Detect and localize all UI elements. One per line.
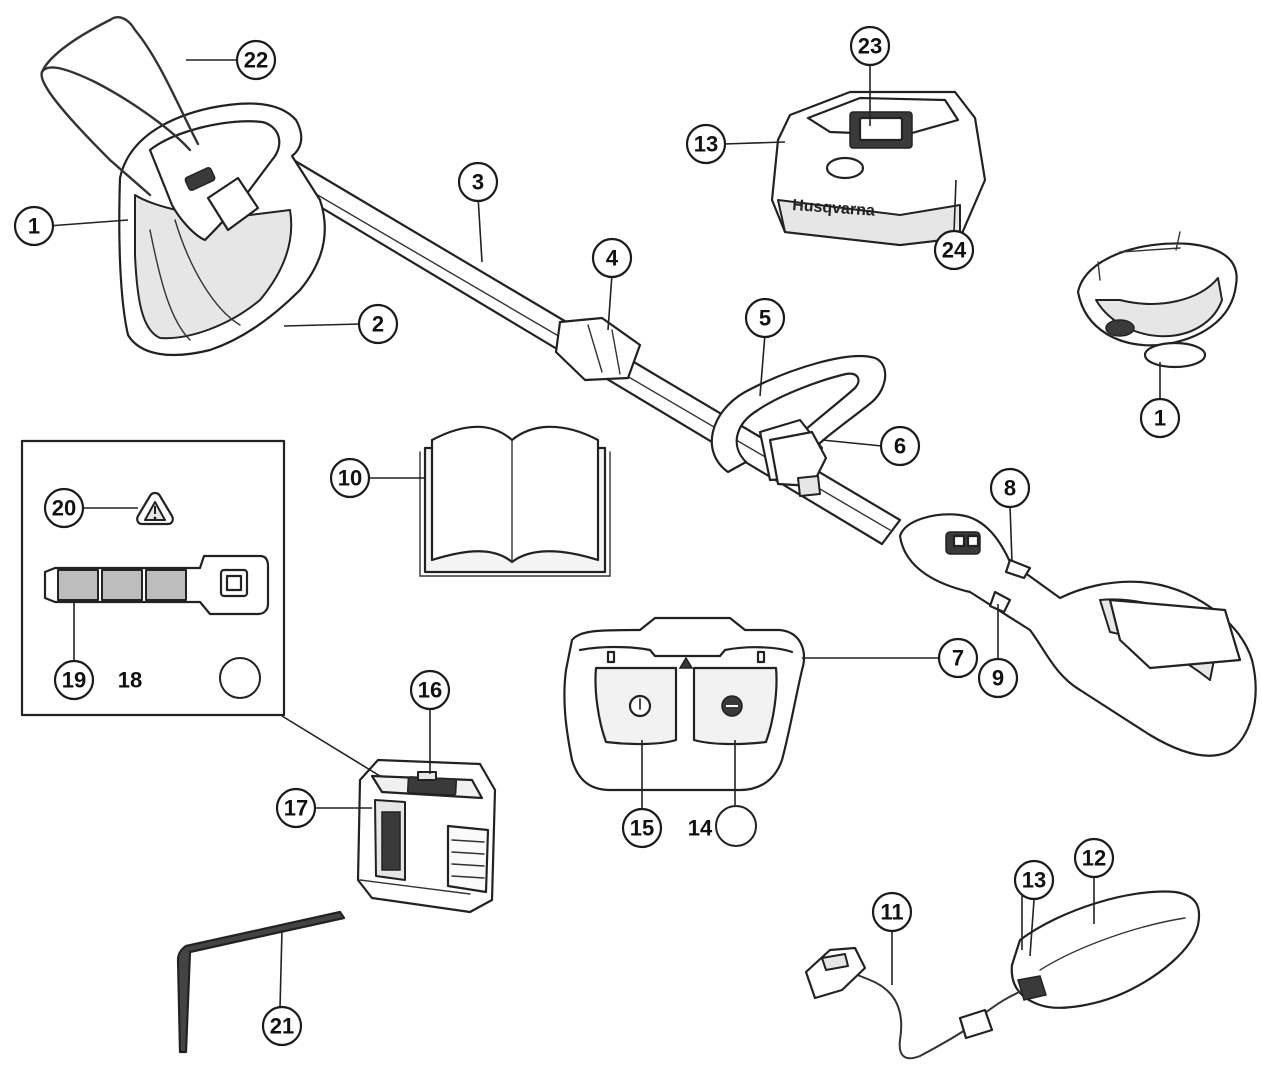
power-icon[interactable] xyxy=(628,694,652,718)
shaft-coupling xyxy=(554,316,642,382)
callout-1-trimmer-head-spool: 1 xyxy=(1139,397,1181,439)
callout-5-front-handle: 5 xyxy=(744,297,786,339)
callout-19-battery-led: 19 xyxy=(53,659,95,701)
callout-2-guard: 2 xyxy=(357,303,399,345)
svg-text:12: 12 xyxy=(1082,846,1106,871)
callout-7-keypad: 7 xyxy=(937,637,979,679)
callout-10-manual: 10 xyxy=(329,457,371,499)
svg-text:1: 1 xyxy=(28,214,40,239)
svg-text:4: 4 xyxy=(606,246,619,271)
svg-text:15: 15 xyxy=(630,816,654,841)
svg-text:10: 10 xyxy=(338,466,362,491)
svg-text:9: 9 xyxy=(992,666,1004,691)
svg-text:1: 1 xyxy=(1154,406,1166,431)
callout-12-charger-unit: 12 xyxy=(1073,837,1115,879)
book-icon xyxy=(419,425,611,577)
callout-11-charger-cable: 11 xyxy=(871,891,913,933)
callout-13-charger-led: 13 xyxy=(685,123,727,165)
start-icon[interactable] xyxy=(721,695,743,717)
handle-clamp xyxy=(768,430,828,497)
battery-indicator-detail-box xyxy=(20,439,286,717)
label-18-battery-indicator: 18 xyxy=(118,668,142,693)
svg-text:3: 3 xyxy=(472,170,484,195)
callout-22-wire-guard: 22 xyxy=(235,39,277,81)
warning-triangle-icon xyxy=(136,491,174,526)
leader-lines xyxy=(47,59,1161,1009)
svg-text:13: 13 xyxy=(1022,868,1046,893)
callout-23-charger-slot: 23 xyxy=(849,25,891,67)
battery-pack xyxy=(356,758,497,914)
callout-17-battery-release: 17 xyxy=(275,787,317,829)
svg-text:18: 18 xyxy=(118,668,142,693)
trimmer-guard-assembly xyxy=(118,102,326,357)
callout-24-charger-body: 24 xyxy=(933,229,975,271)
charger-brand-logo: Husqvarna xyxy=(792,197,876,220)
rear-handle-body xyxy=(898,513,1257,757)
callout-20-warning-indicator: 20 xyxy=(43,487,85,529)
callout-21-hex-key: 21 xyxy=(261,1005,303,1047)
svg-text:7: 7 xyxy=(952,646,964,671)
svg-text:19: 19 xyxy=(62,668,86,693)
callout-1-trimmer-head: 1 xyxy=(13,205,55,247)
callout-15-power-button: 15 xyxy=(621,807,663,849)
callout-6-handle-clamp: 6 xyxy=(879,425,921,467)
svg-text:21: 21 xyxy=(270,1014,294,1039)
trimmer-head-spool xyxy=(1076,231,1238,369)
svg-text:5: 5 xyxy=(759,306,771,331)
battery-charger-base: Husqvarna xyxy=(770,90,987,247)
svg-text:11: 11 xyxy=(880,900,903,925)
callout-4-coupling: 4 xyxy=(591,237,633,279)
callout-8-trigger-lockout: 8 xyxy=(989,467,1031,509)
warning-triangle-icon xyxy=(678,656,694,669)
svg-text:23: 23 xyxy=(858,34,882,59)
svg-text:2: 2 xyxy=(372,312,384,337)
callout-9-trigger: 9 xyxy=(977,657,1019,699)
wire-guard xyxy=(40,16,200,197)
svg-text:14: 14 xyxy=(688,816,713,841)
callout-13-charger-led-external: 13 xyxy=(1013,859,1055,901)
svg-text:24: 24 xyxy=(942,238,967,263)
label-14-start-button: 14 xyxy=(688,805,757,847)
svg-text:22: 22 xyxy=(244,48,268,73)
callout-3-shaft: 3 xyxy=(457,161,499,203)
svg-text:8: 8 xyxy=(1004,476,1016,501)
svg-text:17: 17 xyxy=(284,796,308,821)
keypad-detail xyxy=(563,616,806,792)
svg-text:13: 13 xyxy=(694,132,718,157)
callout-16-battery: 16 xyxy=(409,669,451,711)
svg-text:20: 20 xyxy=(52,496,76,521)
svg-text:16: 16 xyxy=(418,678,442,703)
external-charger xyxy=(804,890,1201,1060)
svg-text:6: 6 xyxy=(894,434,906,459)
hex-key-tool xyxy=(176,910,346,1054)
